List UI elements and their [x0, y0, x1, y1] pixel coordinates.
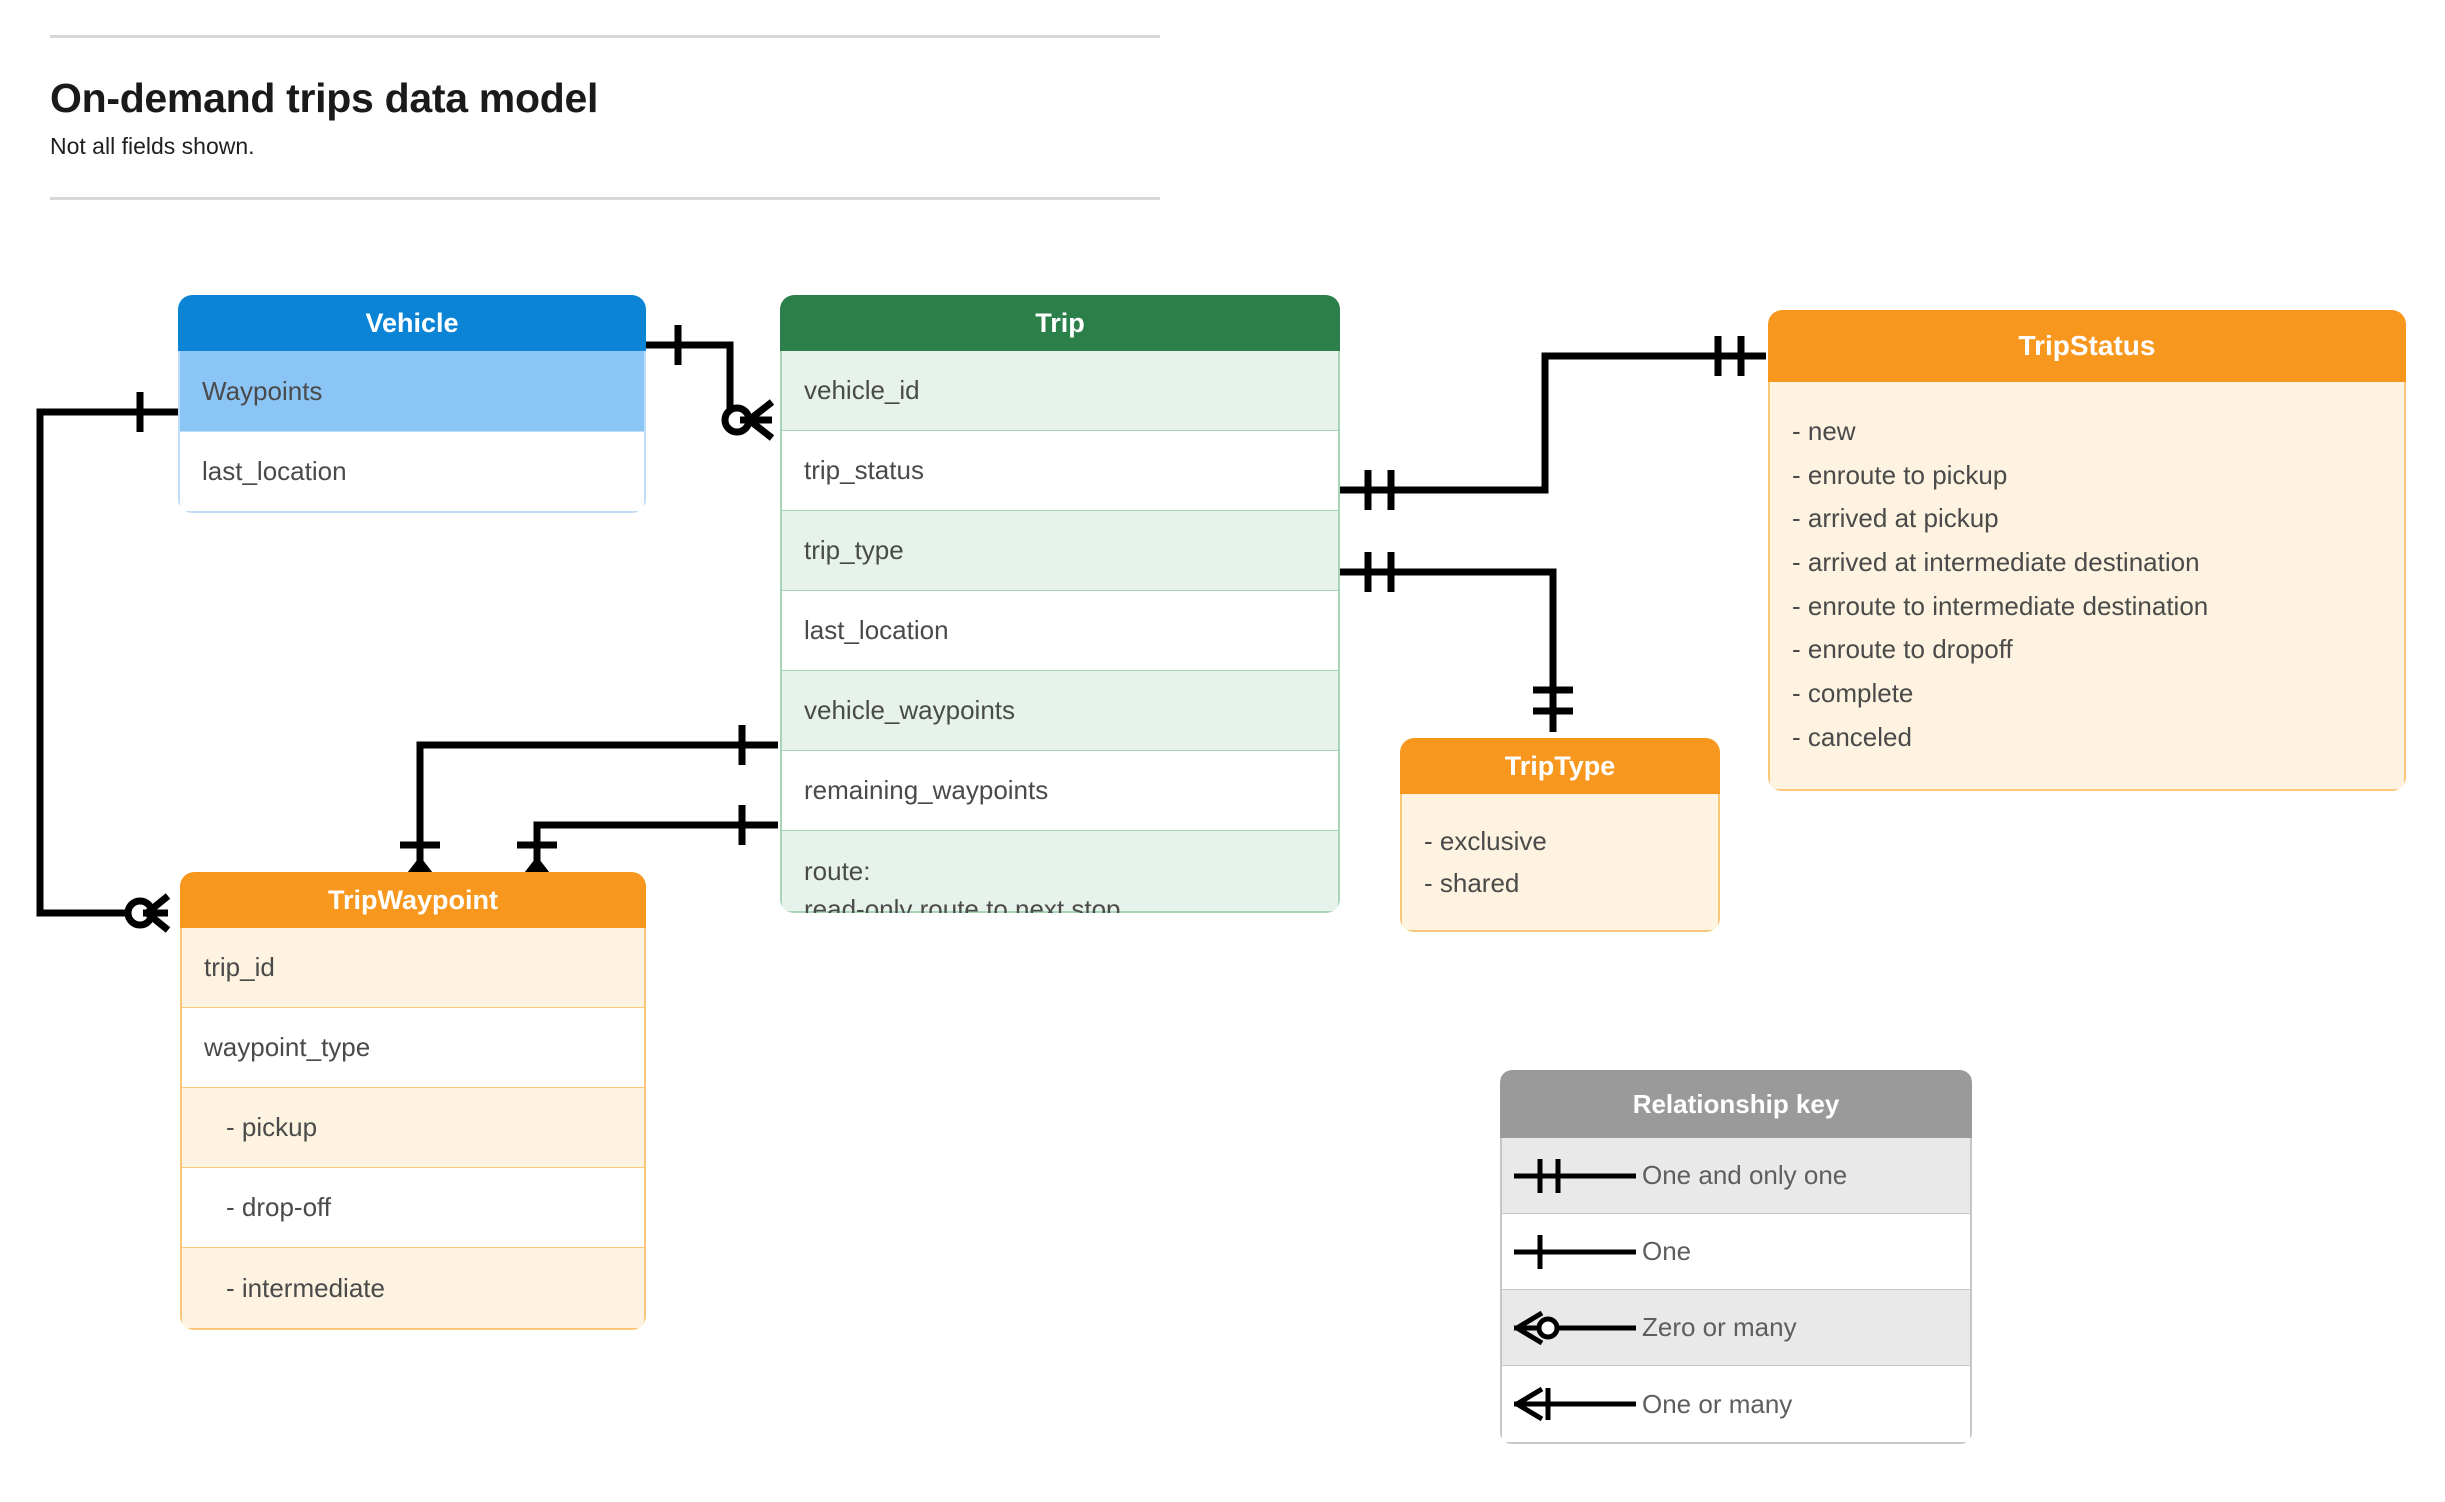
- legend-label: Zero or many: [1642, 1312, 1797, 1342]
- legend-row[interactable]: One: [1502, 1214, 1970, 1290]
- field-row-route[interactable]: route: read-only route to next stop: [782, 831, 1338, 913]
- entity-trip-status[interactable]: TripStatus - new - enroute to pickup - a…: [1768, 310, 2406, 792]
- edge-vehicle-waypoints-tripwaypoint: [36, 408, 178, 917]
- one-icon: [1502, 1229, 1642, 1275]
- field-row[interactable]: remaining_waypoints: [782, 751, 1338, 831]
- enum-value: - canceled: [1792, 721, 1912, 752]
- entity-trip-type-title: TripType: [1400, 738, 1720, 794]
- entity-trip-status-values: - new - enroute to pickup - arrived at p…: [1768, 382, 2406, 792]
- entity-trip-title: Trip: [780, 295, 1340, 351]
- enum-value: - shared: [1424, 868, 1520, 899]
- field-row[interactable]: waypoint_type: [182, 1008, 644, 1088]
- legend-label: One or many: [1642, 1388, 1793, 1419]
- field-row-enum[interactable]: - intermediate: [182, 1248, 644, 1328]
- entity-trip-status-title: TripStatus: [1768, 310, 2406, 382]
- route-label-line2: read-only route to next stop: [804, 893, 1121, 913]
- page-title: On-demand trips data model: [50, 75, 599, 121]
- field-row[interactable]: Waypoints: [180, 351, 644, 431]
- enum-value: - exclusive: [1424, 826, 1547, 856]
- relationship-key-legend[interactable]: Relationship key One and only one: [1500, 1070, 1972, 1444]
- field-row[interactable]: trip_type: [782, 511, 1338, 591]
- entity-trip-fields: vehicle_id trip_status trip_type last_lo…: [780, 351, 1340, 913]
- enum-value: - arrived at pickup: [1792, 503, 1999, 534]
- one-or-many-icon: [1502, 1381, 1642, 1427]
- entity-vehicle-title: Vehicle: [178, 295, 646, 351]
- enum-value: - new: [1792, 416, 1856, 446]
- edge-trip-vehiclewaypoints-tripwaypoint: [416, 741, 778, 858]
- field-row[interactable]: last_location: [180, 431, 644, 511]
- card-crowfoot-tripwaypoint-left: [143, 893, 171, 933]
- legend-label: One: [1642, 1236, 1692, 1266]
- enum-value: - enroute to intermediate destination: [1792, 590, 2209, 621]
- card-crowfoot-trip-vehicleid: [740, 399, 775, 441]
- entity-trip-type-values: - exclusive - shared: [1400, 794, 1720, 933]
- route-label-line1: route:: [804, 856, 871, 886]
- entity-vehicle[interactable]: Vehicle Waypoints last_location: [178, 295, 646, 513]
- field-row[interactable]: trip_id: [182, 928, 644, 1008]
- edge-trip-triptype: [1340, 568, 1557, 732]
- legend-row[interactable]: Zero or many: [1502, 1290, 1970, 1366]
- enum-value: - arrived at intermediate destination: [1792, 547, 2200, 578]
- trip-status-value-list: - new - enroute to pickup - arrived at p…: [1770, 382, 2404, 789]
- legend-row[interactable]: One or many: [1502, 1366, 1970, 1442]
- field-row[interactable]: vehicle_waypoints: [782, 671, 1338, 751]
- page-subtitle: Not all fields shown.: [50, 133, 255, 160]
- entity-trip-waypoint-fields: trip_id waypoint_type - pickup - drop-of…: [180, 928, 646, 1330]
- header-divider-bottom: [50, 196, 1160, 200]
- edge-trip-tripstatus: [1340, 352, 1766, 494]
- field-row[interactable]: last_location: [782, 591, 1338, 671]
- zero-or-many-icon: [1502, 1305, 1642, 1351]
- entity-vehicle-fields: Waypoints last_location: [178, 351, 646, 513]
- entity-trip-type[interactable]: TripType - exclusive - shared: [1400, 738, 1720, 933]
- document-header: On-demand trips data model Not all field…: [50, 35, 1160, 200]
- enum-value: - enroute to pickup: [1792, 459, 2008, 490]
- legend-title: Relationship key: [1500, 1070, 1972, 1138]
- entity-trip-waypoint-title: TripWaypoint: [180, 872, 646, 928]
- card-zero-circle-tripwaypoint-left: [124, 897, 156, 929]
- field-row-enum[interactable]: - pickup: [182, 1088, 644, 1168]
- legend-row[interactable]: One and only one: [1502, 1138, 1970, 1214]
- legend-label: One and only one: [1642, 1160, 1848, 1190]
- enum-value: - enroute to dropoff: [1792, 634, 2013, 665]
- entity-trip[interactable]: Trip vehicle_id trip_status trip_type la…: [780, 295, 1340, 913]
- edge-trip-remainingwaypoints-tripwaypoint: [533, 821, 778, 858]
- edge-vehicle-trip: [646, 341, 772, 424]
- trip-type-value-list: - exclusive - shared: [1402, 794, 1718, 930]
- field-row-enum[interactable]: - drop-off: [182, 1168, 644, 1248]
- field-row[interactable]: vehicle_id: [782, 351, 1338, 431]
- entity-trip-waypoint[interactable]: TripWaypoint trip_id waypoint_type - pic…: [180, 872, 646, 1330]
- enum-value: - complete: [1792, 678, 1914, 709]
- header-divider-top: [50, 35, 1160, 38]
- one-and-only-one-icon: [1502, 1153, 1642, 1199]
- legend-rows: One and only one One: [1500, 1138, 1972, 1444]
- field-row[interactable]: trip_status: [782, 431, 1338, 511]
- card-zero-circle-trip-vehicleid: [721, 404, 753, 436]
